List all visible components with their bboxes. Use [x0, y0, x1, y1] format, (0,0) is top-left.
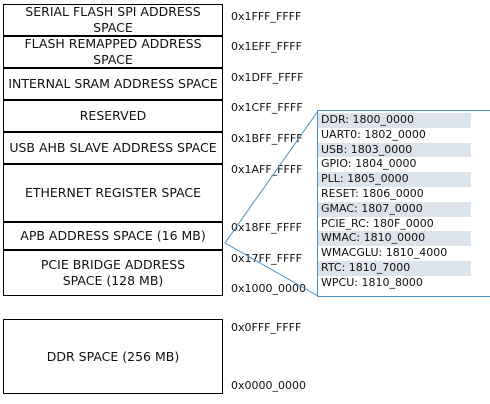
block-label: SERIAL FLASH SPI ADDRESS SPACE — [25, 4, 201, 35]
block-label: DDR SPACE (256 MB) — [46, 348, 180, 364]
apb-detail-row: PLL: 1805_0000 — [318, 172, 471, 187]
apb-detail-row: RESET: 1806_0000 — [321, 186, 424, 200]
address-label: 0x17FF_FFFF — [231, 252, 302, 265]
apb-detail-row: PCIE_RC: 180F_0000 — [321, 216, 434, 230]
address-label: 0x0FFF_FFFF — [231, 321, 302, 334]
apb-address-block: APB ADDRESS SPACE (16 MB) — [3, 222, 223, 250]
apb-detail-row: GPIO: 1804_0000 — [321, 157, 417, 171]
ddr-space-block: DDR SPACE (256 MB) — [3, 319, 223, 394]
block-label: RESERVED — [79, 108, 147, 123]
apb-detail-row: USB: 1803_0000 — [318, 142, 471, 158]
connector-line-top — [224, 110, 319, 244]
address-label: 0x0000_0000 — [231, 379, 306, 392]
block-label: PCIE BRIDGE ADDRESS SPACE (128 MB) — [40, 257, 186, 288]
apb-detail-row: DDR: 1800_0000 — [318, 113, 471, 128]
apb-detail-row: WPCU: 1810_8000 — [321, 275, 423, 289]
connector-line-bottom — [224, 242, 319, 297]
block-label: APB ADDRESS SPACE (16 MB) — [20, 228, 206, 243]
address-label: 0x1DFF_FFFF — [231, 71, 304, 84]
block-label: ETHERNET REGISTER SPACE — [24, 185, 202, 200]
block-label: USB AHB SLAVE ADDRESS SPACE — [9, 140, 217, 155]
apb-detail-panel: DDR: 1800_0000 UART0: 1802_0000 USB: 180… — [317, 110, 490, 297]
apb-detail-row: RTC: 1810_7000 — [318, 260, 471, 276]
address-label: 0x18FF_FFFF — [231, 221, 302, 234]
internal-sram-block: INTERNAL SRAM ADDRESS SPACE — [3, 68, 223, 100]
address-label: 0x1000_0000 — [231, 282, 306, 295]
apb-detail-row: WMACGLU: 1810_4000 — [321, 246, 448, 260]
apb-detail-row: WMAC: 1810_0000 — [318, 231, 471, 247]
address-label: 0x1CFF_FFFF — [231, 101, 303, 114]
serial-flash-spi-block: SERIAL FLASH SPI ADDRESS SPACE — [3, 4, 223, 36]
apb-detail-row: UART0: 1802_0000 — [321, 127, 426, 141]
address-label: 0x1BFF_FFFF — [231, 132, 303, 145]
apb-detail-row: GMAC: 1807_0000 — [318, 201, 471, 217]
flash-remapped-block: FLASH REMAPPED ADDRESS SPACE — [3, 36, 223, 68]
block-label: INTERNAL SRAM ADDRESS SPACE — [8, 76, 218, 91]
reserved-block: RESERVED — [3, 100, 223, 132]
address-label: 0x1FFF_FFFF — [231, 10, 302, 23]
pcie-bridge-block: PCIE BRIDGE ADDRESS SPACE (128 MB) — [3, 250, 223, 296]
block-label: FLASH REMAPPED ADDRESS SPACE — [24, 36, 202, 67]
address-label: 0x1AFF_FFFF — [231, 163, 303, 176]
usb-ahb-slave-block: USB AHB SLAVE ADDRESS SPACE — [3, 132, 223, 164]
address-label: 0x1EFF_FFFF — [231, 40, 302, 53]
ethernet-register-block: ETHERNET REGISTER SPACE — [3, 164, 223, 222]
